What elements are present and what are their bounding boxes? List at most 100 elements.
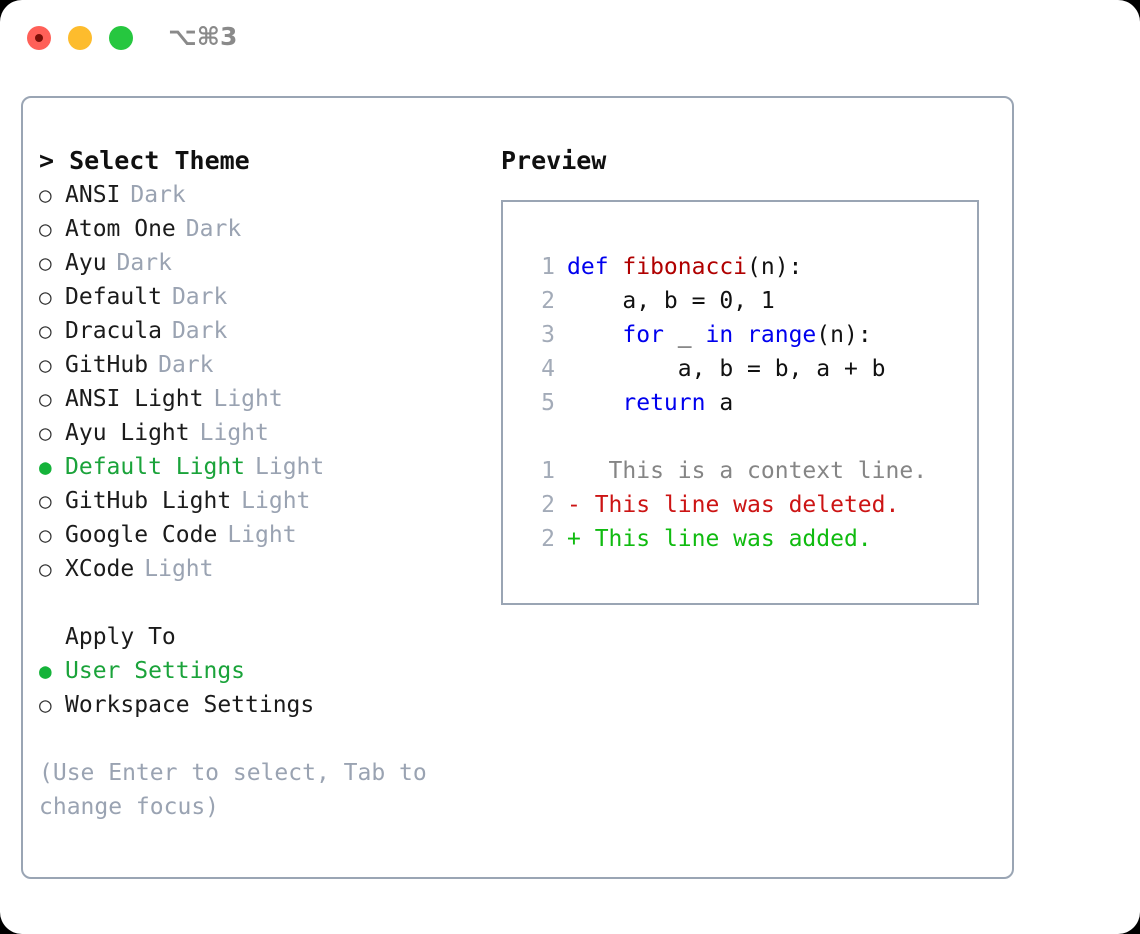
- radio-icon: ○: [39, 217, 52, 241]
- theme-badge: Dark: [158, 352, 214, 378]
- theme-list-item-ansi-light[interactable]: ○ ANSI Light Light: [39, 382, 489, 416]
- apply-to-list[interactable]: ● User Settings ○ Workspace Settings: [39, 654, 489, 722]
- radio-icon: ○: [39, 489, 52, 513]
- code-token-plain: [567, 386, 622, 420]
- apply-to-header: Apply To: [65, 624, 176, 650]
- code-line: 1 def fibonacci (n):: [525, 250, 977, 284]
- theme-label: Ayu: [65, 250, 107, 276]
- theme-list-item-google-code[interactable]: ○ Google Code Light: [39, 518, 489, 552]
- theme-badge: Dark: [130, 182, 186, 208]
- theme-badge: Dark: [171, 318, 228, 344]
- code-line: 3 for _ in range (n):: [525, 318, 977, 352]
- code-token-plain: [567, 318, 622, 352]
- code-token-plain: _: [663, 322, 706, 348]
- theme-list-item-default-light[interactable]: ● Default Light Light: [39, 450, 489, 484]
- theme-label: Ayu Light: [65, 420, 190, 446]
- diff-line-context: 1 This is a context line.: [525, 454, 977, 488]
- code-token-function: fibonacci: [622, 254, 748, 280]
- theme-list-item-github-dark[interactable]: ○ GitHub Dark: [39, 348, 489, 382]
- line-number: 1: [541, 254, 555, 280]
- radio-icon: ○: [39, 693, 52, 717]
- code-token-builtin: range: [747, 322, 817, 348]
- radio-icon: ○: [39, 421, 52, 445]
- code-token-plain: a: [705, 390, 734, 416]
- radio-icon: ○: [39, 183, 52, 207]
- code-line: 2 a, b = 0, 1: [525, 284, 977, 318]
- code-token-plain: (n):: [816, 322, 872, 348]
- radio-icon: ○: [39, 523, 52, 547]
- theme-list-item-default-dark[interactable]: ○ Default Dark: [39, 280, 489, 314]
- diff-line-added: 2 + This line was added.: [525, 522, 977, 556]
- theme-label: Default Light: [65, 454, 246, 480]
- theme-label: XCode: [65, 556, 135, 582]
- theme-badge: Light: [241, 488, 311, 514]
- theme-label: GitHub Light: [65, 488, 232, 514]
- diff-text: This line was deleted.: [580, 492, 900, 518]
- code-token-keyword: return: [622, 390, 706, 416]
- close-button-icon[interactable]: [27, 26, 51, 50]
- theme-list-column: > Select Theme ○ ANSI Dark ○ Atom One Da…: [39, 144, 489, 824]
- line-number: 1: [541, 458, 555, 484]
- theme-list[interactable]: ○ ANSI Dark ○ Atom One Dark ○ Ayu Dark ○…: [39, 178, 489, 586]
- window-titlebar: ⌥⌘3: [0, 0, 1140, 78]
- keyboard-hint-text: (Use Enter to select, Tab to change focu…: [39, 760, 441, 820]
- apply-to-item-user-settings[interactable]: ● User Settings: [39, 654, 489, 688]
- theme-list-item-ayu-light[interactable]: ○ Ayu Light Light: [39, 416, 489, 450]
- line-number: 5: [541, 390, 555, 416]
- code-token-plain: a, b = 0, 1: [567, 288, 775, 314]
- theme-list-item-ayu-dark[interactable]: ○ Ayu Dark: [39, 246, 489, 280]
- radio-selected-icon: ●: [39, 659, 52, 683]
- radio-icon: ○: [39, 557, 52, 581]
- theme-label: Default: [65, 284, 162, 310]
- theme-badge: Dark: [171, 284, 228, 310]
- radio-icon: ○: [39, 285, 52, 309]
- code-line: 5 return a: [525, 386, 977, 420]
- radio-icon: ○: [39, 251, 52, 275]
- theme-badge: Dark: [116, 250, 172, 276]
- radio-icon: ○: [39, 387, 52, 411]
- code-line: 4 a, b = b, a + b: [525, 352, 977, 386]
- theme-label: Atom One: [65, 216, 176, 242]
- diff-sign: [567, 454, 581, 488]
- code-token-keyword: for: [622, 322, 664, 348]
- zoom-button-icon[interactable]: [109, 26, 133, 50]
- code-token-plain: (n):: [747, 254, 803, 280]
- theme-list-item-xcode[interactable]: ○ XCode Light: [39, 552, 489, 586]
- apply-to-label: Workspace Settings: [65, 692, 315, 718]
- theme-badge: Light: [213, 386, 283, 412]
- line-number: 3: [541, 322, 555, 348]
- theme-list-item-dracula-dark[interactable]: ○ Dracula Dark: [39, 314, 489, 348]
- code-preview-box: 1 def fibonacci (n): 2 a, b = 0, 1 3 for…: [501, 200, 979, 605]
- theme-list-item-ansi-dark[interactable]: ○ ANSI Dark: [39, 178, 489, 212]
- theme-label: GitHub: [65, 352, 149, 378]
- diff-sign: +: [567, 526, 581, 552]
- theme-badge: Dark: [185, 216, 242, 242]
- theme-list-item-atom-one-dark[interactable]: ○ Atom One Dark: [39, 212, 489, 246]
- theme-label: ANSI Light: [65, 386, 204, 412]
- theme-label: ANSI: [65, 182, 121, 208]
- preview-column: Preview 1 def fibonacci (n): 2 a, b = 0,…: [501, 144, 1001, 605]
- diff-line-deleted: 2 - This line was deleted.: [525, 488, 977, 522]
- line-number: 2: [541, 288, 555, 314]
- list-spacer: [39, 586, 489, 620]
- theme-badge: Light: [144, 556, 214, 582]
- theme-label: Google Code: [65, 522, 218, 548]
- theme-badge: Light: [227, 522, 297, 548]
- apply-to-item-workspace-settings[interactable]: ○ Workspace Settings: [39, 688, 489, 722]
- diff-text: This is a context line.: [580, 458, 928, 484]
- radio-icon: ○: [39, 319, 52, 343]
- code-token-plain: a, b = b, a + b: [567, 356, 886, 382]
- traffic-light-buttons: [27, 26, 133, 50]
- window-title-shortcut: ⌥⌘3: [168, 22, 238, 51]
- apply-to-label: User Settings: [65, 658, 246, 684]
- code-token-keyword: def: [567, 254, 623, 280]
- preview-header: Preview: [501, 146, 607, 175]
- line-number: 2: [541, 492, 555, 518]
- radio-icon: ○: [39, 353, 52, 377]
- theme-list-item-github-light[interactable]: ○ GitHub Light Light: [39, 484, 489, 518]
- minimize-button-icon[interactable]: [68, 26, 92, 50]
- line-number: 2: [541, 526, 555, 552]
- select-theme-header: > Select Theme: [39, 146, 250, 175]
- code-token-plain: [733, 318, 747, 352]
